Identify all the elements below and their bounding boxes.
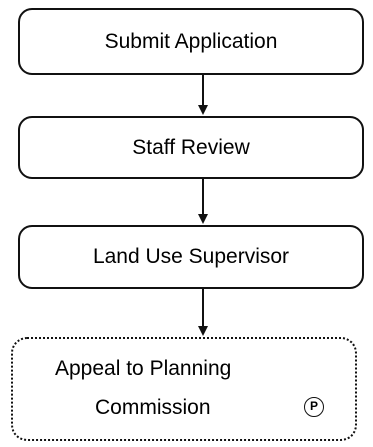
step-submit-application: Submit Application	[18, 8, 364, 75]
appeal-label-line1: Appeal to Planning	[55, 357, 232, 380]
step-label: Staff Review	[132, 135, 250, 159]
circled-p-icon: P	[304, 397, 324, 417]
step-label: Submit Application	[104, 29, 278, 53]
step-label: Land Use Supervisor	[92, 245, 290, 268]
arrow-3-to-4	[198, 289, 208, 336]
appeal-label-line2: Commission	[95, 396, 211, 419]
arrow-2-to-3	[198, 179, 208, 224]
step-land-use-supervisor: Land Use Supervisor	[18, 225, 364, 289]
arrow-1-to-2	[198, 75, 208, 115]
step-appeal-to-planning-commission: Appeal to Planning Commission P	[11, 337, 357, 441]
step-staff-review: Staff Review	[18, 116, 364, 179]
